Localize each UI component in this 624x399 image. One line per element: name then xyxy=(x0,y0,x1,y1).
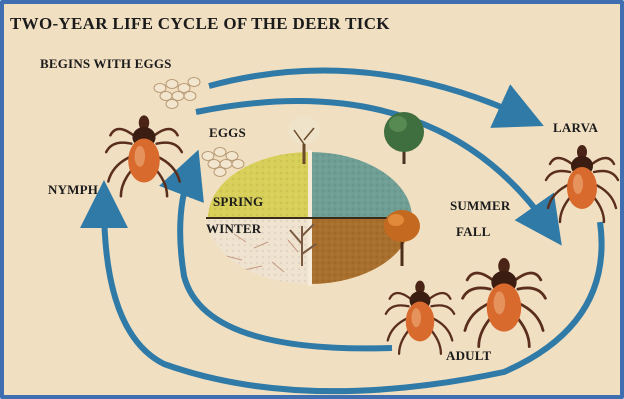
label-summer: SUMMER xyxy=(450,198,510,214)
label-winter: WINTER xyxy=(206,221,261,237)
label-spring: SPRING xyxy=(213,194,263,210)
label-eggs: EGGS xyxy=(209,125,246,141)
label-begins-with-eggs: BEGINS WITH EGGS xyxy=(40,56,172,72)
label-larva: LARVA xyxy=(553,120,598,136)
diagram-title: TWO-YEAR LIFE CYCLE OF THE DEER TICK xyxy=(10,14,390,34)
label-fall: FALL xyxy=(456,224,491,240)
label-nymph: NYMPH xyxy=(48,182,98,198)
label-adult: ADULT xyxy=(446,348,491,364)
